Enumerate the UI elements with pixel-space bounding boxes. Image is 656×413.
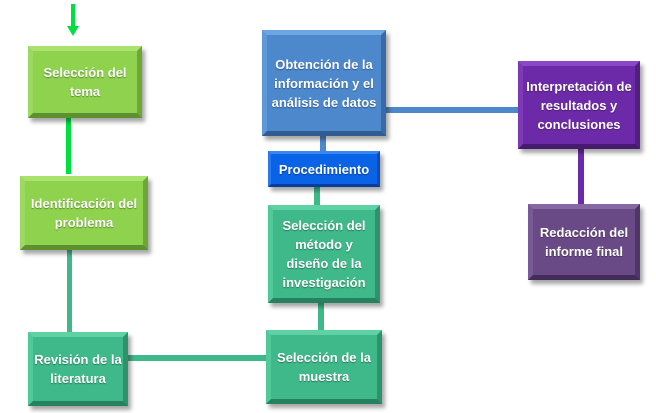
connector-tema-problema [66, 118, 71, 174]
node-label: Selección del tema [43, 65, 127, 99]
node-seleccion-metodo: Selección del método y diseño de la inve… [268, 205, 380, 303]
connector-revision-muestra [128, 355, 268, 361]
node-interpretacion-resultados: Interpretación de resultados y conclusio… [518, 61, 640, 149]
node-obtencion-informacion: Obtención de la información y el análisi… [262, 30, 386, 136]
node-seleccion-muestra: Selección de la muestra [266, 330, 382, 404]
node-label: Revisión de la literatura [34, 352, 122, 386]
connector-interpretacion-redaccion [578, 146, 584, 204]
connector-metodo-procedimiento [314, 186, 320, 206]
node-label: Selección de la muestra [277, 350, 371, 384]
node-label: Procedimiento [278, 161, 370, 177]
node-procedimiento: Procedimiento [268, 151, 380, 187]
connector-muestra-metodo [318, 300, 324, 332]
node-identificacion-problema: Identificación del problema [20, 176, 148, 250]
node-revision-literatura: Revisión de la literatura [28, 332, 128, 406]
node-label: Selección del método y diseño de la inve… [282, 218, 366, 290]
node-label: Identificación del problema [30, 196, 138, 230]
connector-problema-revision [67, 250, 72, 332]
node-label: Redacción del informe final [539, 225, 629, 259]
connector-obtencion-interpretacion [384, 107, 520, 113]
node-label: Interpretación de resultados y conclusio… [526, 78, 632, 132]
connector-procedimiento-obtencion [320, 135, 326, 151]
start-arrow [67, 4, 79, 36]
node-label: Obtención de la información y el análisi… [271, 56, 377, 110]
node-redaccion-informe: Redacción del informe final [528, 204, 640, 280]
node-seleccion-tema: Selección del tema [28, 46, 142, 118]
